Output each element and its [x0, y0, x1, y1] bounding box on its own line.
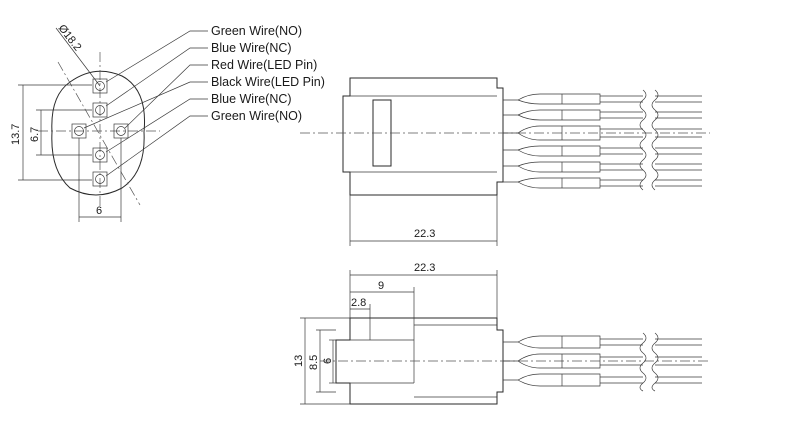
pin-icon — [92, 171, 108, 187]
front-dim-inner-height: 6.7 — [29, 127, 41, 142]
wire-label-red-led: Red Wire(LED Pin) — [211, 58, 317, 72]
wire-label-green-no-2: Green Wire(NO) — [211, 109, 302, 123]
top-dim-length: 22.3 — [414, 262, 435, 274]
top-dim-height: 13 — [293, 355, 305, 367]
top-dim-mid: 8.5 — [308, 355, 320, 370]
wire-label-blue-nc: Blue Wire(NC) — [211, 41, 292, 55]
top-dim-step: 9 — [378, 280, 384, 292]
front-view: Green Wire(NO) Blue Wire(NC) Red Wire(LE… — [10, 22, 325, 222]
pin-icon — [92, 78, 108, 94]
top-view: 22.3 9 2.8 13 8.5 6 — [293, 262, 710, 405]
front-dim-diameter: Ø18.2 — [56, 22, 84, 53]
pin-icon — [92, 102, 108, 118]
wire-label-green-no: Green Wire(NO) — [211, 24, 302, 38]
wire-label-black-led: Black Wire(LED Pin) — [211, 75, 325, 89]
top-dim-tab: 2.8 — [351, 297, 366, 309]
side-view: 22.3 — [300, 77, 710, 246]
pin-icon — [92, 147, 108, 163]
front-view-housing — [51, 70, 146, 196]
top-dim-inner: 6 — [322, 358, 334, 364]
front-dim-height: 13.7 — [10, 124, 22, 145]
side-view-housing — [342, 77, 504, 196]
side-dim-length: 22.3 — [414, 228, 435, 240]
front-dim-width: 6 — [96, 205, 102, 217]
wire-label-blue-nc-2: Blue Wire(NC) — [211, 92, 292, 106]
